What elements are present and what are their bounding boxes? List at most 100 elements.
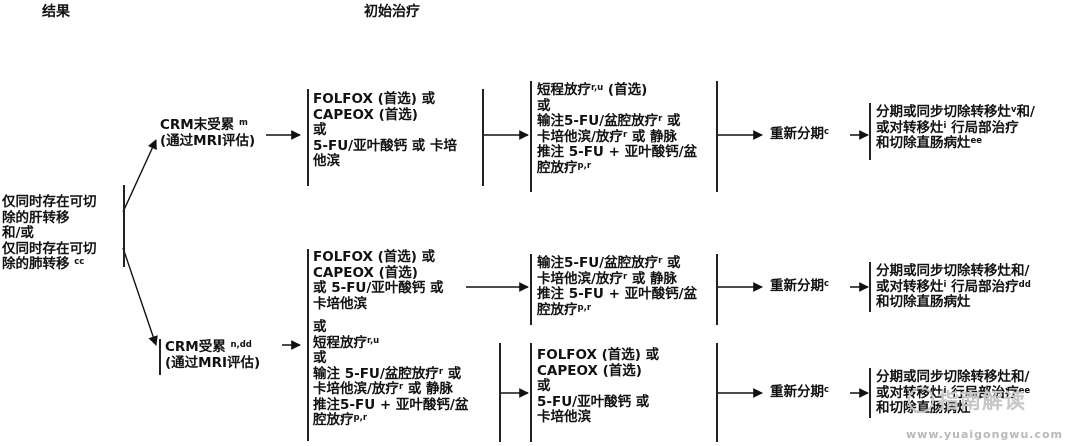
mid-outcome-footnote: dd (1018, 279, 1031, 290)
restage-footnote: c (824, 279, 830, 289)
top-chemo-line: FOLFOX (首选) 或 (313, 91, 436, 107)
root-line-text: 除的肺转移 (2, 256, 75, 272)
root-bracket (123, 185, 125, 267)
mid-outcome-text: 行局部治疗 (946, 278, 1019, 295)
mid-outcome-footnote: i (943, 279, 947, 290)
header-outcome: 结果 (42, 4, 70, 20)
mid-outcome-text: 和切除直肠病灶 (876, 294, 971, 310)
crm-pos-footnote: n,dd (230, 340, 252, 350)
top-rt-text: 输注5-FU/盆腔放疗 (537, 113, 659, 129)
arrow-root-to-crm-neg (122, 139, 157, 213)
low-rt-footnote: r (398, 382, 404, 392)
mid-outcome: 分期或同步切除转移灶和/或对转移灶i 行局部治疗dd 和切除直肠病灶 (876, 263, 1031, 311)
top-rt-text: 腔放疗 (537, 159, 578, 176)
top-rt-text: 或 (537, 97, 551, 114)
low-rt-footnote: p,r (353, 413, 368, 423)
low-rt-text: 或 (313, 350, 327, 366)
low-rt-text: 或 静脉 (403, 381, 454, 397)
mid-rt-footnote: r (622, 271, 628, 282)
mid-rt-footnote: p,r (577, 302, 592, 313)
low-chemo-line: 卡培他滨 (537, 409, 591, 425)
lower-options-bracket-left (307, 249, 309, 441)
crm-involved-node: CRM受累 n,dd (通过MRI评估) (165, 339, 261, 371)
low-outcome-footnote: i (943, 385, 947, 396)
low-first-bracket-right (499, 343, 501, 442)
top-rt-text: 或 (662, 113, 681, 129)
low-chemo-line: 5-FU/亚叶酸钙 或 (537, 393, 650, 410)
top-outcome-footnote: ee (970, 136, 983, 146)
top-rt-footnote: r (658, 114, 663, 124)
low-rt-footnote: r,u (367, 335, 380, 346)
top-outcome-bracket (869, 103, 871, 160)
arrow-root-to-crm-pos (122, 247, 158, 346)
low-outcome-text: 分期或同步切除转移灶和/ (876, 369, 1030, 385)
top-rt-text: 短程放疗 (537, 82, 591, 98)
top-chemo-bracket-left (307, 89, 309, 186)
restage-label-mid: 重新分期c (770, 278, 830, 295)
crm-neg-subtitle: (通过MRI评估) (160, 132, 256, 149)
mid-chemo-line: CAPEOX (首选) (313, 264, 418, 281)
low-outcome-bracket (869, 368, 871, 418)
low-rt-text: 或 (313, 319, 327, 335)
top-rt-bracket-right (716, 81, 718, 192)
low-rt-text: 腔放疗 (313, 412, 354, 428)
root-line: 除的肝转移 (2, 209, 70, 226)
top-rt-bracket-left (530, 81, 532, 192)
restage-text: 重新分期 (770, 278, 824, 294)
watermark-logo: 指南解读 (938, 389, 1026, 413)
root-line: 仅同时存在可切 (2, 194, 97, 210)
top-outcome-text: 和/ (1016, 104, 1035, 120)
mid-rt-bracket-left (530, 254, 532, 325)
mid-outcome-bracket (869, 262, 871, 312)
top-rt-footnote: p,r (577, 160, 592, 171)
mid-chemo-line: FOLFOX (首选) 或 (313, 249, 436, 265)
top-chemo-line: 5-FU/亚叶酸钙 或 卡培 (313, 137, 458, 154)
top-rt-text: (首选) (603, 82, 648, 98)
crm-neg-label: CRM末受累 (160, 117, 239, 133)
root-line: 和/或 (2, 225, 34, 241)
top-outcome-text: 或对转移灶 (876, 119, 944, 136)
low-chemo-line: FOLFOX (首选) 或 (537, 347, 660, 363)
low-rt-text: 输注 5-FU/盆腔放疗 (313, 365, 439, 382)
mid-rt-text: 腔放疗 (537, 301, 578, 318)
mid-outcome-text: 分期或同步切除转移灶和/ (876, 263, 1030, 279)
top-rt-footnote: r,u (591, 83, 604, 93)
root-line-last: 除的肺转移 cc (2, 256, 97, 273)
low-outcome-text: 行局部治疗 (946, 384, 1019, 401)
top-outcome-text: 行局部治疗 (946, 119, 1019, 136)
watermark-url: www.yuaigongwu.com (906, 428, 1064, 441)
low-rt-text: 推注5-FU + 亚叶酸钙/盆 (313, 396, 469, 413)
low-chemo-line: CAPEOX (首选) (537, 362, 642, 379)
low-chemo-bracket-left (530, 343, 532, 442)
low-rt-text: 卡培他滨/放疗 (313, 381, 399, 397)
crm-pos-subtitle: (通过MRI评估) (165, 354, 261, 371)
low-rt-footnote: r (438, 366, 444, 377)
root-line-footnote: cc (74, 257, 85, 267)
mid-rt-text: 或 (662, 255, 681, 271)
low-rt-text: 短程放疗 (313, 334, 367, 351)
crm-neg-footnote: m (238, 118, 248, 128)
crm-pos-label: CRM受累 (165, 339, 231, 355)
mid-outcome-text: 或对转移灶 (876, 278, 944, 295)
top-rt-options: 短程放疗r,u (首选)或输注5-FU/盆腔放疗r 或卡培他滨/放疗r 或 静脉… (537, 82, 697, 176)
top-outcome-footnote: v (1011, 105, 1017, 115)
restage-footnote: c (824, 385, 830, 395)
top-chemo-line: 他滨 (313, 153, 340, 169)
top-chemo-bracket-right (482, 89, 484, 186)
restage-text: 重新分期 (770, 384, 824, 400)
mid-rt-text: 推注 5-FU + 亚叶酸钙/盆 (537, 286, 698, 302)
crm-not-involved-node: CRM末受累 m (通过MRI评估) (160, 117, 256, 149)
top-outcome-text: 分期或同步切除转移灶 (876, 104, 1011, 120)
low-rt-text: 或 (443, 365, 462, 382)
low-chemo-line: 或 (537, 378, 551, 394)
restage-text: 重新分期 (770, 126, 824, 142)
low-outcome-footnote: ee (1018, 385, 1031, 396)
mid-rt-text: 卡培他滨/放疗 (537, 270, 623, 287)
header-initial-treatment: 初始治疗 (364, 4, 420, 20)
mid-rt-bracket-right (716, 254, 718, 325)
root-condition: 仅同时存在可切除的肝转移和/或仅同时存在可切除的肺转移 cc (2, 194, 97, 273)
